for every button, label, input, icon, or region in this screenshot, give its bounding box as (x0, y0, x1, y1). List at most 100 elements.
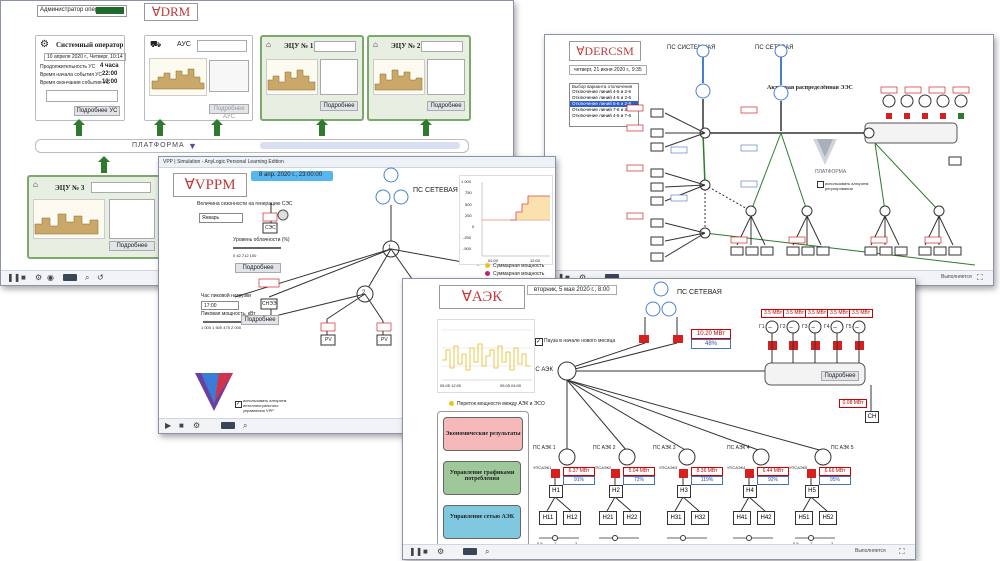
avppm-cloud-slider[interactable] (233, 247, 281, 249)
avppm-ytick-1: 1 000 (461, 179, 472, 184)
esu2-info-box (427, 59, 465, 95)
aek-ps1-label: ПС АЭК 1 (533, 445, 556, 451)
adrm-operator-toggle[interactable]: Администратор оператор (37, 5, 127, 17)
adrm-window: Администратор оператор ∀DRM ⚙ Системный … (0, 0, 514, 286)
aek-zoom-icon[interactable]: ⌕ (485, 547, 490, 556)
adrm-toggle-switch[interactable] (96, 7, 124, 14)
aek-load-h52: Н52 (819, 511, 837, 525)
adercsm-ps-network-label: ПС СЕТЕВАЯ (755, 45, 794, 51)
adrm-pause-icon[interactable]: ❚❚ (7, 273, 21, 282)
aek-more-button[interactable]: Подробнее (821, 371, 859, 381)
esu1-chart (266, 59, 318, 95)
aek-stop-icon[interactable]: ■ (423, 547, 428, 556)
aek-upc1-label: УПСАЭК1 (533, 465, 552, 470)
esu2-chart-bars (374, 69, 423, 91)
so-row-2-value: 22:00 (102, 71, 118, 77)
so-more-button[interactable]: Подробнее УС (74, 106, 120, 116)
aek-slider1-scale-a: 0.5 (537, 541, 543, 546)
aek-ps3-value: 8.36 МВт (691, 467, 723, 476)
adercsm-option-2[interactable]: Отключение линий 4-5 и 2-6 (572, 95, 632, 100)
adrm-zoom-icon[interactable]: ⌕ (85, 273, 90, 282)
adercsm-option-4[interactable]: Отключение линий 7-6 и 2-6 (572, 107, 632, 112)
adercsm-algorithm-checkbox[interactable] (817, 181, 824, 188)
so-row-1-value: 4 часа (100, 63, 119, 69)
adercsm-option-3[interactable]: Отключение линий 5-6 и 2-8 (570, 101, 638, 107)
adrm-reset-icon[interactable]: ↺ (97, 273, 104, 282)
aek-network-management-button[interactable]: Управление сетью АЭК (443, 505, 521, 539)
arrow-so (73, 119, 85, 136)
aek-load-h31: Н31 (667, 511, 685, 525)
adrm-camera-icon[interactable]: ◉ (47, 273, 54, 282)
aek-load-h12: Н12 (563, 511, 581, 525)
adercsm-stop-icon[interactable]: ■ (565, 274, 572, 282)
esu1-title: ЭЦУ № 1 (284, 42, 314, 50)
aek-chart-xtick-1: 05.05 12:00 (440, 383, 462, 388)
esu3-more-button[interactable]: Подробнее (109, 241, 155, 251)
aek-fullscreen-icon[interactable]: ⛶ (899, 547, 905, 556)
avppm-season-select[interactable]: Январь (199, 213, 243, 223)
aek-date: вторник, 5 мая 2020 г., 8:00 (527, 285, 617, 295)
esu1-more-button[interactable]: Подробнее (320, 101, 358, 111)
so-input[interactable] (46, 90, 118, 102)
aek-ps5-label: ПС АЭК 5 (831, 445, 854, 451)
adercsm-fullscreen-icon[interactable]: ⛶ (977, 273, 983, 282)
esu2-field[interactable] (421, 41, 463, 52)
avppm-play-icon[interactable]: ▶ (165, 421, 172, 430)
aek-flow-chart-svg (442, 329, 532, 381)
avppm-speed-indicator (221, 422, 235, 429)
adercsm-pause-icon[interactable]: ❚❚ (551, 274, 564, 282)
avppm-date-text: 8 апр. 2020 г., 23:00:00 (259, 172, 323, 178)
adercsm-ps-system-label: ПС СИСТЕМНАЯ (667, 45, 716, 51)
avppm-logo: ∀VPPM (173, 173, 247, 197)
aek-g1-value: 3.5 МВт (761, 309, 785, 318)
aek-ps5-pct: 95% (819, 476, 851, 485)
aek-upc4-label: УПСАЭК4 (727, 465, 746, 470)
so-icon: ⚙ (40, 39, 49, 50)
adrm-settings-icon[interactable]: ⚙ (35, 273, 43, 282)
avppm-titlebar: VPP | Simulation - AnyLogic Personal Lea… (159, 157, 555, 168)
adercsm-date: четверг, 21 июня 2020 г., 9:35 (569, 65, 647, 75)
aek-window: ∀АЭК вторник, 5 мая 2020 г., 8:00 ПС СЕТ… (402, 278, 916, 560)
avppm-peak-field[interactable]: 17:00 (201, 301, 239, 310)
aek-settings-icon[interactable]: ⚙ (437, 547, 445, 556)
so-row-3-value: 13:00 (102, 79, 118, 85)
aek-pause-icon[interactable]: ❚❚ (409, 547, 423, 556)
avppm-more-button-2[interactable]: Подробнее (241, 315, 279, 325)
adrm-platform-logo-icon: ▼ (188, 141, 197, 151)
adercsm-settings-icon[interactable]: ⚙ (579, 274, 586, 282)
aek-bottombar: ❚❚ ■ ⚙ ⌕ Выполняется ⛶ (403, 544, 915, 559)
aek-load-h2: Н2 (609, 485, 623, 498)
aek-ps5-value: 6.66 МВт (819, 467, 851, 476)
adercsm-status: Выполняется (941, 274, 972, 280)
avppm-stop-icon[interactable]: ■ (179, 421, 184, 430)
aek-legend-label: Переток мощности между АЭК и ЭСО (457, 401, 545, 407)
aek-consumption-schedule-button[interactable]: Управление графиками потребления (443, 461, 521, 495)
aek-upc2-label: УПСАЭК2 (593, 465, 612, 470)
adercsm-option-1[interactable]: Отключение линий 4-5 и 2-6 (572, 89, 632, 94)
adercsm-option-5[interactable]: Отключение линий 4-5 и 7-6 (572, 113, 632, 118)
avppm-legend-dot-1 (485, 263, 490, 268)
aek-ps1-pct: 91% (563, 476, 595, 485)
aek-economic-results-button[interactable]: Экономические результаты (443, 417, 523, 451)
adrm-stop-icon[interactable]: ■ (21, 273, 26, 282)
avppm-settings-icon[interactable]: ⚙ (193, 421, 201, 430)
aek-load-h1: Н1 (549, 485, 563, 498)
avppm-zoom-icon[interactable]: ⌕ (243, 421, 248, 430)
avppm-more-button-1[interactable]: Подробнее (235, 263, 281, 273)
aus-more-button[interactable]: Подробнее АУС (209, 104, 249, 120)
avppm-sub-pv2: PV (381, 337, 388, 343)
aek-pause-checkbox[interactable]: ✓ (535, 338, 543, 346)
aek-slider1-scale-b: 1 (554, 541, 556, 546)
so-row-3-label: Время окончания события УС (40, 80, 110, 86)
esu2-more-button[interactable]: Подробнее (427, 101, 465, 111)
adrm-platform-label: ПЛАТФОРМА (132, 142, 185, 149)
aek-ps4-label: ПС АЭК 4 (727, 445, 750, 451)
adercsm-network-title: Активная распределённая ЭЭС (767, 85, 853, 91)
avppm-peak-slider[interactable] (203, 321, 249, 323)
aek-sn-value: 0.08 МВт (839, 399, 867, 408)
avppm-algorithm-checkbox[interactable]: ✓ (235, 401, 242, 408)
esu3-field[interactable] (91, 182, 151, 193)
avppm-legend-1: Суммарная мощность (493, 263, 545, 269)
esu1-field[interactable] (314, 41, 356, 52)
aus-field[interactable] (197, 40, 247, 52)
